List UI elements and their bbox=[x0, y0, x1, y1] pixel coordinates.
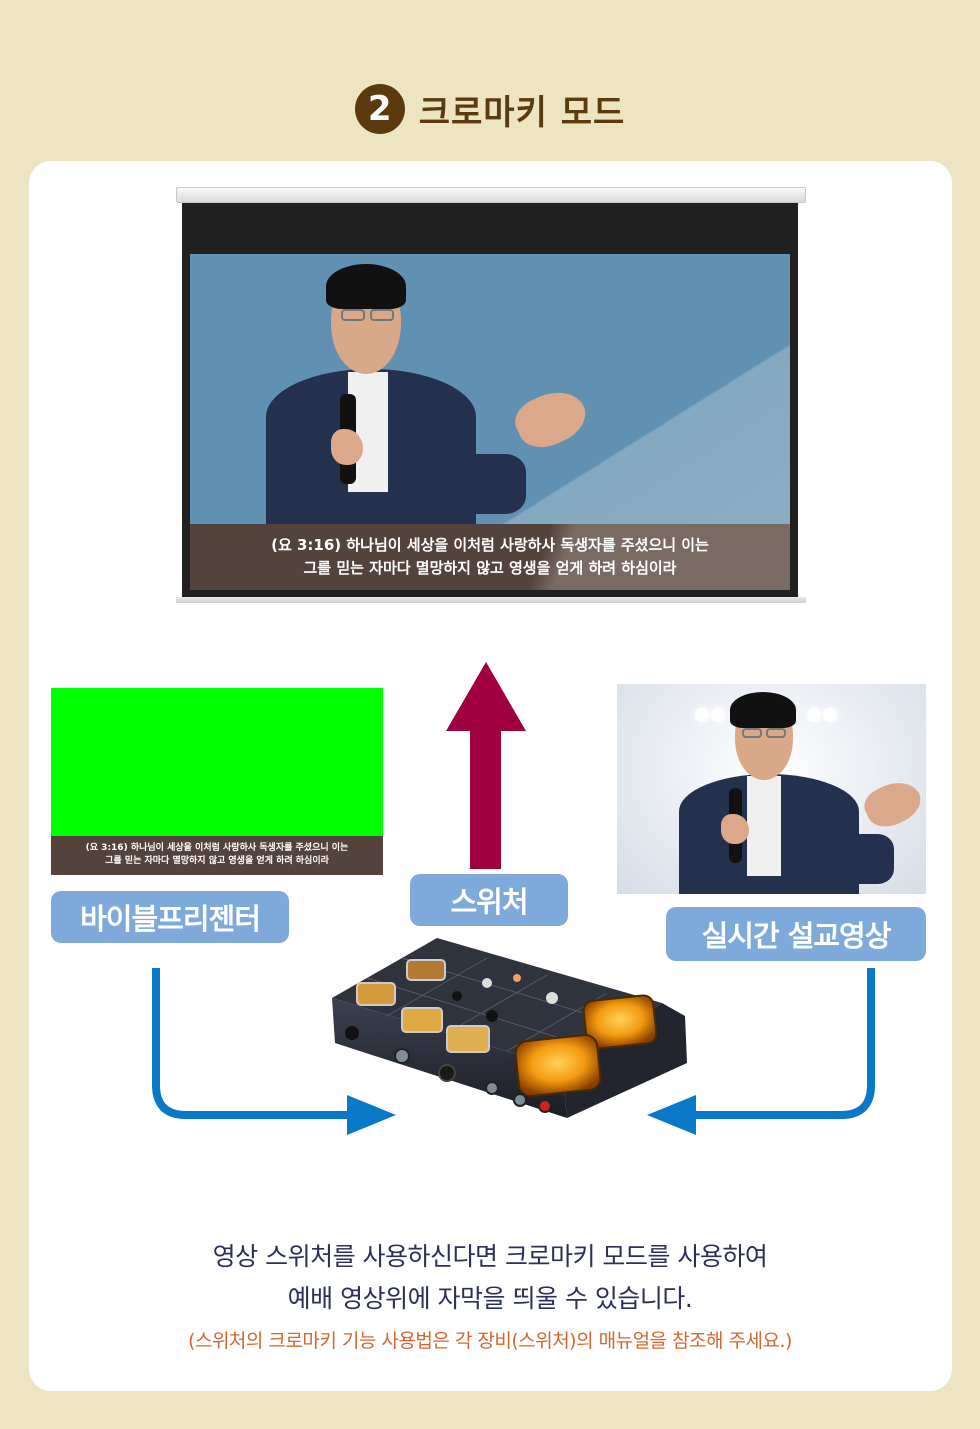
pastor-figure bbox=[266, 254, 606, 524]
switcher-label: 스위처 bbox=[410, 874, 568, 926]
live-sermon-label: 실시간 설교영상 bbox=[666, 907, 926, 961]
section-title: 2 크로마키 모드 bbox=[0, 84, 980, 134]
step-number-badge: 2 bbox=[354, 84, 405, 134]
arrow-left-icon bbox=[647, 968, 875, 1135]
screen-subtitle: (요 3:16) 하나님이 세상을 이처럼 사랑하사 독생자를 주셨으니 이는 … bbox=[190, 524, 790, 590]
up-arrow-icon bbox=[446, 662, 526, 869]
pastor-figure bbox=[669, 684, 926, 894]
chroma-key-green-panel bbox=[51, 688, 383, 836]
live-sermon-video-image bbox=[617, 684, 926, 894]
video-switcher-device bbox=[327, 938, 697, 1158]
screen-subtitle-line2: 그를 믿는 자마다 멸망하지 않고 영생을 얻게 하려 하심이라 bbox=[303, 559, 677, 577]
projector-screen-housing bbox=[176, 187, 806, 203]
description-note: (스위처의 크로마키 기능 사용법은 각 장비(스위처)의 매뉴얼을 참조해 주… bbox=[188, 1330, 792, 1352]
composited-output-image bbox=[190, 254, 790, 524]
presenter-subtitle-line2: 그를 믿는 자마다 멸망하지 않고 영생을 얻게 하려 하심이라 bbox=[105, 856, 329, 866]
presenter-subtitle: (요 3:16) 하나님이 세상을 이처럼 사랑하사 독생자를 주셨으니 이는 … bbox=[51, 836, 383, 875]
screen-subtitle-line1: (요 3:16) 하나님이 세상을 이처럼 사랑하사 독생자를 주셨으니 이는 bbox=[271, 536, 709, 554]
presenter-subtitle-line1: (요 3:16) 하나님이 세상을 이처럼 사랑하사 독생자를 주셨으니 이는 bbox=[85, 843, 349, 853]
bible-presenter-label: 바이블프리젠터 bbox=[51, 891, 289, 943]
arrow-right-icon bbox=[152, 968, 396, 1135]
projector-screen-bottom-bar bbox=[176, 597, 806, 603]
description-line2: 예배 영상위에 자막을 띄울 수 있습니다. bbox=[287, 1284, 693, 1313]
page-title: 크로마키 모드 bbox=[418, 92, 626, 133]
description-line1: 영상 스위처를 사용하신다면 크로마키 모드를 사용하여 bbox=[212, 1242, 768, 1271]
